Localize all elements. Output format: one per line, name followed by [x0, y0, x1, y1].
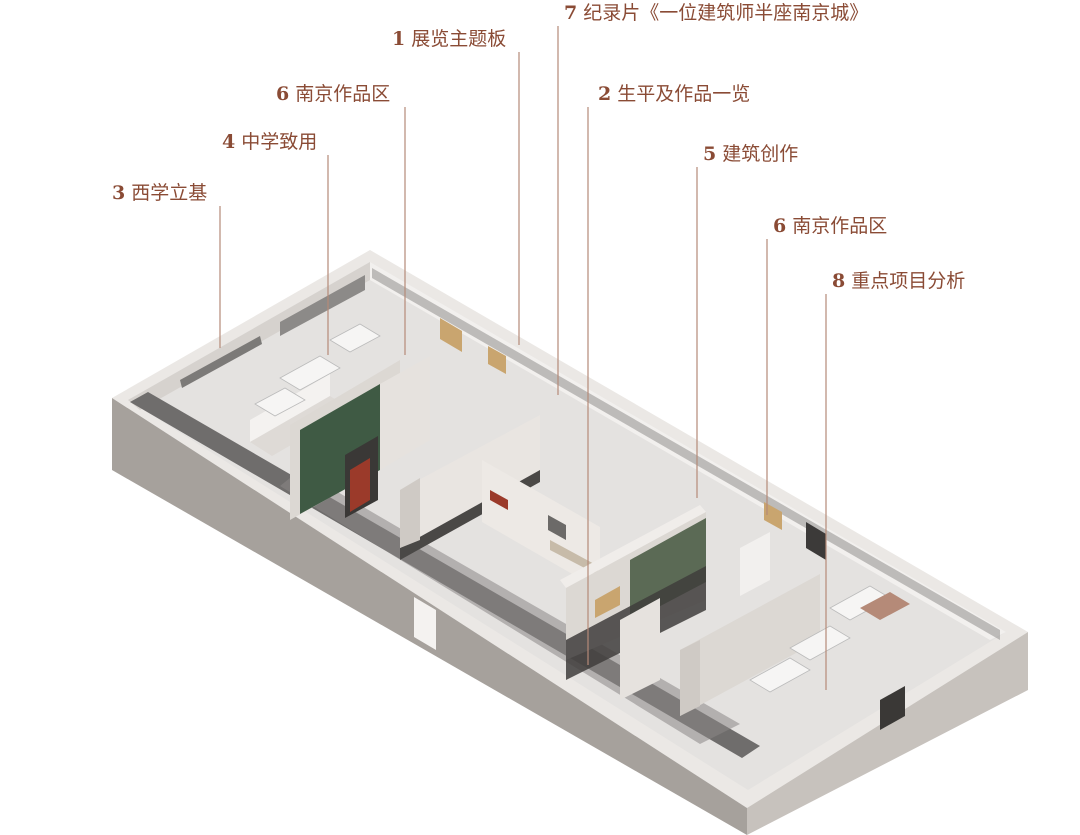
back-wall-photo-strip	[180, 268, 1000, 640]
front-wall-right	[747, 632, 1028, 835]
back-wall-left	[128, 262, 370, 410]
annotation-text: 中学致用	[241, 131, 318, 153]
annotation-number: 4	[222, 131, 236, 153]
front-doorway	[414, 597, 436, 650]
annotation-text: 西学立基	[131, 182, 208, 204]
wall-panel-orange-1	[440, 318, 462, 352]
annotation-number: 6	[773, 215, 787, 237]
display-case-4	[749, 657, 811, 693]
aerial-photo-panel	[630, 518, 706, 622]
wall-panel-dark	[806, 522, 826, 560]
title-board-logo	[490, 490, 508, 510]
green-mural	[300, 384, 380, 514]
display-case-3	[329, 323, 381, 353]
wall-panel-orange-2	[488, 346, 506, 374]
annotation-text: 南京作品区	[295, 83, 391, 105]
annotation-text: 建筑创作	[722, 143, 799, 165]
mural-red-accent	[350, 458, 370, 512]
right-partitions	[620, 532, 910, 716]
leader-lines	[219, 26, 827, 690]
display-case-1	[254, 387, 306, 417]
annotation-text: 生平及作品一览	[617, 83, 751, 105]
annotation-text: 展览主题板	[411, 28, 507, 50]
display-case-2	[279, 355, 341, 391]
display-case-5	[789, 625, 851, 661]
annotation-number: 3	[112, 182, 126, 204]
annotation-text: 纪录片《一位建筑师半座南京城》	[583, 2, 869, 24]
annotation-text: 重点项目分析	[851, 270, 966, 292]
annotation-number: 2	[598, 83, 612, 105]
annotation-number: 5	[703, 143, 717, 165]
annotation-number: 1	[392, 28, 406, 50]
annotation-number: 6	[276, 83, 290, 105]
right-doorway	[880, 686, 905, 730]
partition-green-mural	[290, 356, 430, 520]
wall-panel-orange-3	[764, 502, 782, 530]
annotation-text: 南京作品区	[792, 215, 888, 237]
central-partition	[400, 415, 600, 590]
annotation-number: 7	[564, 2, 578, 24]
annotation-number: 8	[832, 270, 846, 292]
